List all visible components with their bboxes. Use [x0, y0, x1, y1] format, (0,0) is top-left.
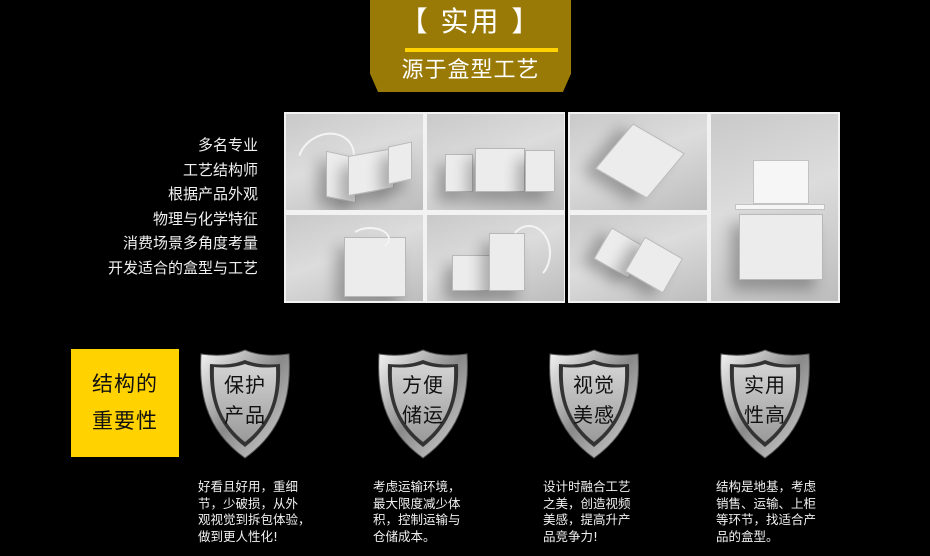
- shield-label: 视觉 美感: [573, 373, 615, 427]
- importance-heading: 结构的 重要性: [71, 349, 179, 457]
- header-divider: [405, 48, 558, 52]
- header-badge: 【 实用 】 源于盒型工艺: [370, 0, 571, 92]
- shield-icon: [200, 349, 290, 459]
- photo-stepped-box: [427, 215, 564, 301]
- feature-item: 物理与化学特征: [152, 209, 258, 228]
- shield-label: 方便 储运: [402, 373, 444, 427]
- shield-description: 好看且好用，重细 节，少破损，从外 观视觉到拆包体验， 做到更人性化!: [198, 479, 311, 544]
- shield-label: 保护 产品: [224, 373, 266, 427]
- feature-list: 多名专业 工艺结构师 根据产品外观 物理与化学特征 消费场景多角度考量 开发适合…: [108, 133, 258, 280]
- shield-visual-beauty: 视觉 美感: [546, 348, 642, 460]
- photo-cube-box-ribbon: [286, 215, 423, 301]
- box-shape: [525, 150, 555, 192]
- box-shape: [595, 123, 685, 199]
- box-shape: [388, 141, 412, 185]
- photo-closed-drawer-box: [570, 114, 707, 210]
- lid-shape: [735, 204, 825, 210]
- shield-description: 考虑运输环境， 最大限度减少体 积，控制运输与 仓储成本。: [373, 479, 461, 544]
- box-shape: [739, 214, 823, 280]
- shield-icon: [549, 349, 639, 459]
- photo-open-box-ribbon: [286, 114, 423, 210]
- shield-icon: [378, 349, 468, 459]
- photo-open-drawer-box: [427, 114, 564, 210]
- importance-line1: 结构的: [92, 372, 158, 396]
- photo-opened-slide-box: [570, 215, 707, 301]
- shield-description: 结构是地基，考虑 销售、运输、上柜 等环节，找适合产 品的盒型。: [716, 479, 817, 544]
- importance-line2: 重要性: [92, 409, 158, 433]
- header-title: 【 实用 】: [399, 5, 542, 38]
- feature-item: 开发适合的盒型与工艺: [107, 258, 258, 277]
- shield-easy-storage: 方便 储运: [375, 348, 471, 460]
- feature-item: 工艺结构师: [182, 160, 258, 179]
- lid-shape: [753, 160, 809, 204]
- shield-protect-product: 保护 产品: [197, 348, 293, 460]
- ribbon: [507, 225, 551, 281]
- photo-group-right: [568, 112, 840, 303]
- box-shape: [452, 255, 492, 291]
- feature-item: 消费场景多角度考量: [122, 234, 258, 252]
- photo-group-left: [284, 112, 565, 303]
- shield-high-practicality: 实用 性高: [717, 348, 813, 460]
- box-shape: [475, 148, 525, 192]
- shield-label: 实用 性高: [744, 373, 786, 427]
- box-shape: [445, 154, 473, 192]
- shield-description: 设计时融合工艺 之美，创造视频 美感，提高升产 品竞争力!: [543, 479, 631, 544]
- photo-open-lid-box: [711, 114, 838, 301]
- feature-item: 根据产品外观: [167, 185, 258, 203]
- shield-icon: [720, 349, 810, 459]
- ribbon: [350, 227, 390, 251]
- feature-item: 多名专业: [197, 136, 258, 154]
- header-subtitle: 源于盒型工艺: [401, 58, 540, 83]
